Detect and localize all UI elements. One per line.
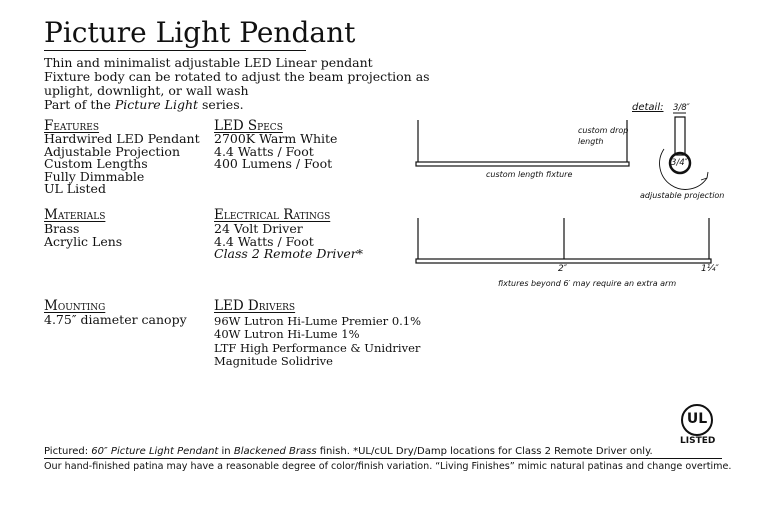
materials-heading: Materials <box>44 207 106 223</box>
ul-listed-badge <box>681 404 713 436</box>
list-item: 40W Lutron Hi-Lume 1% <box>214 327 360 342</box>
bottom-divider <box>44 458 722 459</box>
features-list: Hardwired LED Pendant Adjustable Project… <box>44 131 200 197</box>
list-item: Magnitude Solidrive <box>214 354 333 369</box>
list-item: 24 Volt Driver <box>214 221 303 236</box>
finish-footnote: Our hand-finished patina may have a reas… <box>44 461 732 472</box>
end-dimension: 1¼″ <box>701 264 719 274</box>
arm-note: fixtures beyond 6′ may require an extra … <box>498 279 677 288</box>
intro-line: Fixture body can be rotated to adjust th… <box>44 69 430 84</box>
led-drivers-heading: LED Drivers <box>214 298 296 314</box>
length-label: custom length fixture <box>486 170 573 179</box>
list-item: UL Listed <box>44 181 106 197</box>
features-heading: Features <box>44 118 100 134</box>
intro-text: Thin and minimalist adjustable LED Linea… <box>44 56 430 112</box>
list-item: LTF High Performance & Unidriver <box>214 340 421 355</box>
gap-dimension: 2″ <box>558 264 568 274</box>
list-item: 4.4 Watts / Foot <box>214 233 314 249</box>
electrical-heading: Electrical Ratings <box>214 207 331 223</box>
mounting-heading: Mounting <box>44 298 106 314</box>
width-dimension: 3/8″ <box>673 103 690 113</box>
list-item: 4.75″ diameter canopy <box>44 312 187 327</box>
intro-line: Thin and minimalist adjustable LED Linea… <box>44 55 373 70</box>
list-item: Brass <box>44 221 80 236</box>
list-item: 2700K Warm White <box>214 131 338 146</box>
detail-label: detail: <box>632 102 664 113</box>
list-item: Acrylic Lens <box>44 233 123 249</box>
drop-label: length <box>578 137 604 146</box>
ul-listed-text: LISTED <box>680 436 716 446</box>
title-underline <box>44 50 306 51</box>
list-item: Adjustable Projection <box>44 143 180 159</box>
fixture-front-drawing <box>415 218 712 264</box>
list-item: Class 2 Remote Driver* <box>214 246 364 262</box>
pictured-caption: Pictured: 60″ Picture Light Pendant in B… <box>44 446 653 457</box>
list-item: 96W Lutron Hi-Lume Premier 0.1% <box>214 314 422 328</box>
intro-line: Part of the Picture Light series. <box>44 97 244 112</box>
detail-drawing <box>659 112 709 190</box>
list-item: Fully Dimmable <box>44 168 145 184</box>
page-title: Picture Light Pendant <box>44 16 356 49</box>
led-specs-heading: LED Specs <box>214 118 283 134</box>
projection-label: adjustable projection <box>640 191 725 200</box>
intro-line: uplight, downlight, or wall wash <box>44 83 249 98</box>
list-item: Custom Lengths <box>44 156 148 172</box>
diameter-dimension: 3/4″ <box>671 158 688 168</box>
list-item: Hardwired LED Pendant <box>44 131 200 146</box>
led-drivers-list: 96W Lutron Hi-Lume Premier 0.1% 40W Lutr… <box>214 314 422 369</box>
electrical-list: 24 Volt Driver 4.4 Watts / Foot Class 2 … <box>214 221 364 262</box>
led-specs-list: 2700K Warm White 4.4 Watts / Foot 400 Lu… <box>214 131 338 172</box>
ul-symbol: UL <box>686 411 708 427</box>
list-item: 400 Lumens / Foot <box>214 156 333 172</box>
list-item: 4.4 Watts / Foot <box>214 143 314 159</box>
fixture-side-drawing <box>415 120 630 167</box>
mounting-list: 4.75″ diameter canopy <box>44 312 187 327</box>
series-name: Picture Light <box>114 97 199 112</box>
materials-list: Brass Acrylic Lens <box>44 221 123 249</box>
drop-label: custom drop <box>578 126 629 135</box>
